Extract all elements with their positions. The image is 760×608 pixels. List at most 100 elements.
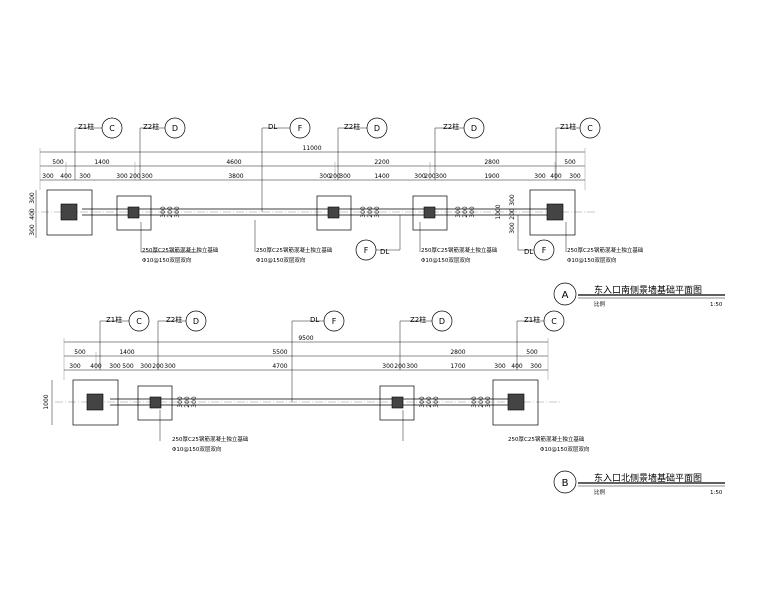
dim-row2: 300 [406, 363, 418, 370]
dim-row2: 300 [42, 173, 54, 180]
dim-row1: 500 [74, 349, 86, 356]
note-line2: Φ10@150双层双向 [540, 445, 589, 453]
column-tag-label: Z1柱 [106, 315, 122, 324]
dim-row2: 300 [494, 363, 506, 370]
plan-b-dimensions: 9500 500 1400 5500 2800 500 300 400 300 … [43, 335, 549, 425]
axis-bubble-label: C [136, 317, 142, 326]
beam-tag-label: DL [380, 248, 389, 256]
plan-label-circle [553, 282, 577, 306]
dim-row2: 400 [60, 173, 72, 180]
plan-title: 东入口南侧景墙基础平面图 [594, 284, 702, 296]
column-section [507, 393, 525, 411]
plan-b-foundations [55, 379, 560, 426]
column-tag: DL F [291, 310, 345, 402]
dim-row1: 2200 [374, 159, 389, 166]
dim-row1: 500 [526, 349, 538, 356]
axis-bubble-label: C [109, 124, 115, 133]
axis-bubble-label: C [551, 317, 557, 326]
dim-row2: 4700 [272, 363, 287, 370]
right-dim: 200 [509, 208, 516, 220]
note-line1: 250厚C25钢筋混凝土独立基础 [508, 435, 585, 443]
pad-footing [72, 379, 119, 426]
note-line2: Φ10@150双层双向 [567, 256, 616, 264]
column-tag-label: Z1柱 [560, 122, 576, 131]
right-dim: 300 [509, 222, 516, 234]
column-tag-label: Z1柱 [524, 315, 540, 324]
dim-row2: 300 [79, 173, 91, 180]
plan-a-column-tags: Z1柱 C Z2柱 D DL F Z2柱 [74, 117, 601, 212]
column-tag-label: DL [310, 316, 319, 324]
dim-row2: 400 [90, 363, 102, 370]
note-line1: 250厚C25钢筋混凝土独立基础 [421, 246, 498, 254]
dim-row2: 300 [414, 173, 426, 180]
dim-total: 9500 [298, 335, 313, 342]
side-dim: 1000 [43, 394, 50, 409]
dim-row2: 200 [394, 363, 406, 370]
side-dim: 400 [29, 208, 36, 220]
dim-row2: 200 [424, 173, 436, 180]
pad-footing [116, 195, 152, 231]
axis-bubble-label: F [298, 124, 303, 133]
axis-bubble-label: D [439, 317, 445, 326]
pad-footing [529, 189, 576, 236]
note-line2: Φ10@150双层双向 [256, 256, 305, 264]
dim-row2: 3800 [228, 173, 243, 180]
dim-row2: 300 [116, 173, 128, 180]
pad-dim: 300 [374, 206, 381, 218]
dim-row2: 400 [511, 363, 523, 370]
pad-footing [137, 385, 173, 421]
dim-row1: 1400 [119, 349, 134, 356]
plan-b-column-tags: Z1柱 C Z2柱 D DL F Z2柱 [99, 310, 565, 402]
beam-tag: DL F [355, 215, 401, 261]
pad-footing [492, 379, 539, 426]
column-section [327, 206, 340, 219]
column-tag: Z2柱 D [434, 117, 485, 180]
column-tag-label: Z2柱 [344, 122, 360, 131]
scale-label: 比例 [594, 488, 606, 496]
plan-a: Z1柱 C Z2柱 D DL F Z2柱 [28, 117, 725, 308]
note-line1: 250厚C25钢筋混凝土独立基础 [256, 246, 333, 254]
dim-row2: 300 [569, 173, 581, 180]
dim-row2: 1700 [450, 363, 465, 370]
column-section [86, 393, 104, 411]
column-tag: Z2柱 D [139, 117, 186, 180]
column-tag: Z1柱 C [516, 310, 565, 370]
axis-bubble-label: D [172, 124, 178, 133]
axis-bubble-label: F [542, 246, 547, 255]
plan-a-notes: 250厚C25钢筋混凝土独立基础 Φ10@150双层双向 250厚C25钢筋混凝… [140, 215, 644, 264]
column-tag-label: Z2柱 [166, 315, 182, 324]
dim-row1: 5500 [272, 349, 287, 356]
column-tag: Z2柱 D [157, 310, 207, 370]
plan-b-title-block: B 东入口北侧景墙基础平面图 比例 1:50 [553, 470, 725, 496]
pad-dim: 300 [191, 396, 198, 408]
dim-row2: 200 [152, 363, 164, 370]
dim-row2: 300 [69, 363, 81, 370]
note-line1: 250厚C25钢筋混凝土独立基础 [142, 246, 219, 254]
dim-row1: 4600 [226, 159, 241, 166]
plan-a-dimensions: 11000 500 1400 4600 2200 2800 500 300 40… [29, 145, 586, 238]
side-dim: 300 [29, 192, 36, 204]
column-tag: Z1柱 C [555, 117, 601, 180]
note-line1: 250厚C25钢筋混凝土独立基础 [567, 246, 644, 254]
dim-row2: 500 [122, 363, 134, 370]
column-tag: Z1柱 C [99, 310, 150, 370]
axis-bubble-label: F [364, 246, 369, 255]
note-line2: Φ10@150双层双向 [142, 256, 191, 264]
pad-footing [316, 195, 352, 231]
column-tag-label: Z1柱 [78, 122, 94, 131]
column-tag-label: DL [268, 123, 277, 131]
pad-footing [379, 385, 415, 421]
column-tag-label: Z2柱 [443, 122, 459, 131]
plan-title: 东入口北侧景墙基础平面图 [594, 472, 702, 484]
plan-b-notes: 250厚C25钢筋混凝土独立基础 Φ10@150双层双向 250厚C25钢筋混凝… [159, 410, 589, 453]
dim-row2: 300 [435, 173, 447, 180]
dim-row2: 300 [382, 363, 394, 370]
column-tag: DL F [261, 117, 311, 212]
dim-row2: 300 [339, 173, 351, 180]
dim-row2: 300 [530, 363, 542, 370]
axis-bubble-label: F [332, 317, 337, 326]
column-tag: Z2柱 D [337, 117, 388, 180]
axis-bubble-label: D [374, 124, 380, 133]
right-dim: 300 [509, 194, 516, 206]
